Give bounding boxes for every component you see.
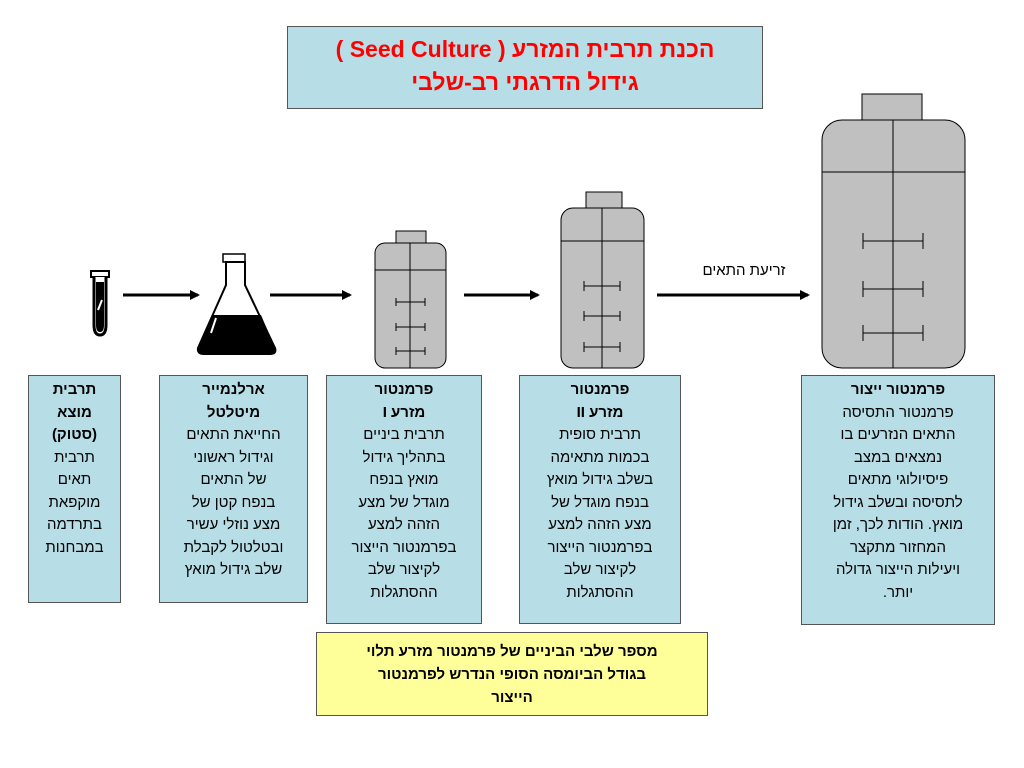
erlenmeyer-flask-icon	[196, 253, 277, 355]
stage-box-erlenmeyer: ארלנמייר מיטלטל החייאת התאים וגידול ראשו…	[159, 375, 308, 603]
stage-body-line: החייאת התאים	[186, 426, 281, 443]
note-box: מספר שלבי הביניים של פרמנטור מזרע תלוי ב…	[316, 632, 708, 716]
stage-box-seed-fermenter-1: פרמנטור מזרע I תרבית ביניים בתהליך גידול…	[326, 375, 482, 624]
stage-heading-line: מוצא	[57, 403, 92, 421]
stage-body-line: תרבית ביניים	[363, 426, 445, 443]
title-line-1: הכנת תרבית המזרע ( Seed Culture )	[335, 36, 715, 62]
stage-body-line: בנפח קטן של	[191, 493, 276, 511]
stage-body-line: ובטלטול לקבלת	[183, 538, 284, 556]
stage-body-line: הזהה למצע	[367, 516, 441, 533]
stage-body-line: נמצאים במצב	[853, 448, 943, 466]
stage-body-line: בפרמנטור הייצור	[351, 538, 457, 556]
stage-box-stock-culture: תרבית מוצא (סטוק) תרבית תאים מוקפאת בתרד…	[28, 375, 121, 603]
stage-body-line: המחזור מתקצר	[849, 538, 946, 556]
stage-box-production-fermenter: פרמנטור ייצור פרמנטור התסיסה התאים הנזרע…	[801, 375, 995, 625]
stage-heading-line: תרבית	[52, 381, 97, 398]
stage-body-line: במבחנות	[45, 538, 104, 556]
stage-body-line: מצע נוזלי עשיר	[186, 516, 281, 533]
stage-heading-line: פרמנטור ייצור	[850, 381, 946, 398]
stage-body-line: מוקפאת	[48, 493, 101, 511]
stage-body-line: של התאים	[200, 471, 267, 488]
stage-heading-line: מזרע I	[382, 403, 426, 421]
stage-body-line: תאים	[57, 471, 92, 488]
stage-body-line: ויעילות הייצור גדולה	[835, 561, 961, 578]
stage-box-seed-fermenter-2: פרמנטור מזרע II תרבית סופית בכמות מתאימה…	[519, 375, 681, 624]
stage-body-line: בנפח מוגדל של	[551, 493, 649, 511]
stage-body-line: מוגדל של מצע	[358, 493, 450, 511]
stage-heading-line: (סטוק)	[51, 426, 98, 443]
stage-body-line: לתסיסה ובשלב גידול	[833, 493, 963, 511]
stage-body-line: וגידול ראשוני	[193, 448, 274, 466]
stage-body-line: התאים הנזרעים בו	[840, 426, 956, 443]
arrow-label-cell-seeding: זריעת התאים	[702, 262, 786, 279]
title-box: הכנת תרבית המזרע ( Seed Culture ) גידול …	[287, 26, 763, 109]
stage-body-line: שלב גידול מואץ	[184, 561, 283, 578]
seed-fermenter-1-icon	[374, 230, 447, 369]
stage-body-line: מואץ בנפח	[369, 471, 439, 488]
stage-body-line: בתהליך גידול	[362, 448, 446, 466]
seed-fermenter-2-icon	[560, 191, 645, 369]
title-line-2: גידול הדרגתי רב-שלבי	[411, 69, 639, 95]
stage-body-line: מצע הזהה למצע	[548, 516, 652, 533]
stage-body-line: בשלב גידול מואץ	[546, 471, 654, 488]
stage-body-line: לקיצור שלב	[367, 561, 441, 578]
stage-body-line: ההסתגלות	[370, 583, 438, 601]
stage-body-line: לקיצור שלב	[563, 561, 637, 578]
stage-body-line: מואץ. הודות לכך, זמן	[832, 516, 964, 533]
stage-body-line: תרבית	[54, 448, 95, 466]
stage-body-line: תרבית סופית	[559, 426, 641, 443]
stage-heading-line: פרמנטור	[374, 381, 434, 398]
stage-body-line: ההסתגלות	[566, 583, 634, 601]
test-tube-icon	[90, 270, 110, 337]
note-line-3: הייצור	[491, 689, 533, 706]
stage-heading-line: מזרע II	[576, 403, 624, 421]
stage-body-line: בפרמנטור הייצור	[547, 538, 653, 556]
stage-body-line: בכמות מתאימה	[550, 448, 650, 466]
stage-heading-line: פרמנטור	[570, 381, 630, 398]
stage-body-line: בתרדמה	[46, 516, 103, 533]
stage-body-line: פרמנטור התסיסה	[842, 403, 954, 421]
stage-heading-line: ארלנמייר	[202, 381, 265, 398]
stage-body-line: פיסיולוגי מתאים	[847, 471, 949, 488]
note-line-1: מספר שלבי הביניים של פרמנטור מזרע תלוי	[366, 643, 658, 660]
stage-heading-line: מיטלטל	[206, 403, 261, 421]
stage-body-line: יותר.	[882, 583, 914, 601]
production-fermenter-icon	[821, 93, 966, 369]
note-line-2: בגודל הביומסה הסופי הנדרש לפרמנטור	[377, 666, 647, 683]
